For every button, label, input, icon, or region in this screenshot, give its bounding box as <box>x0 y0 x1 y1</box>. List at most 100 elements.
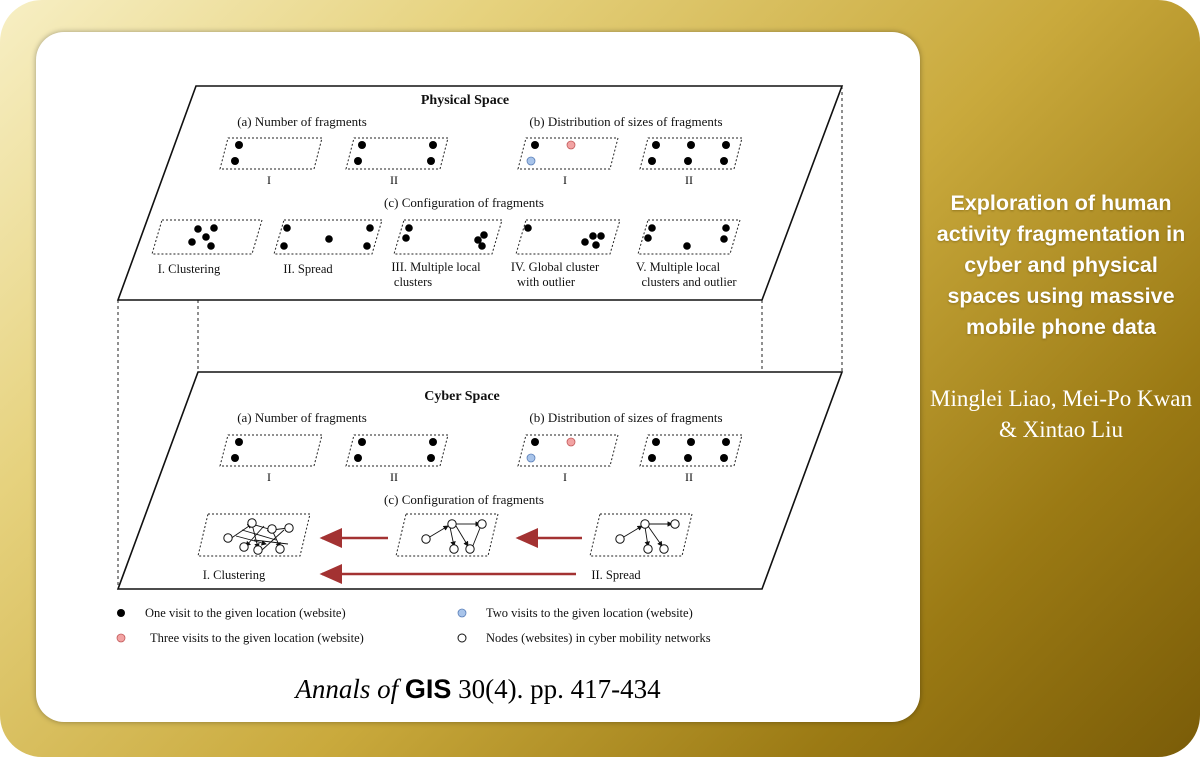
config-label: IV. Global cluster <box>511 260 600 274</box>
black-dot <box>429 438 437 446</box>
config-label: clusters and outlier <box>641 275 737 289</box>
cyber-space-plane <box>116 371 844 590</box>
black-dot <box>687 141 695 149</box>
black-dot <box>235 438 243 446</box>
legend-three-visits: Three visits to the given location (webs… <box>150 631 364 645</box>
hollow-node <box>659 544 669 554</box>
hollow-node <box>275 544 285 554</box>
black-dot <box>427 454 435 462</box>
legend-hollow-dot <box>457 633 467 643</box>
roman-label: II <box>390 470 398 484</box>
figure-panel: Physical Space (a) Number of fragments (… <box>36 32 920 722</box>
config-label: II. Spread <box>283 262 333 276</box>
black-dot <box>531 438 539 446</box>
hollow-node <box>247 518 257 528</box>
cyber-configuration-title: (c) Configuration of fragments <box>384 492 544 507</box>
hollow-node <box>670 519 680 529</box>
hollow-node <box>477 519 487 529</box>
pink-dot <box>566 140 576 150</box>
hollow-node <box>615 534 625 544</box>
black-dot <box>720 454 728 462</box>
black-dot <box>722 438 730 446</box>
roman-label: I <box>563 470 567 484</box>
config-box <box>393 219 503 255</box>
black-dot <box>683 242 691 250</box>
legend-blue-dot <box>457 608 467 618</box>
black-dot <box>644 234 652 242</box>
config-label: with outlier <box>517 275 576 289</box>
config-box <box>515 219 621 255</box>
black-dot <box>366 224 374 232</box>
black-dot <box>480 231 488 239</box>
paper-authors: Minglei Liao, Mei-Po Kwan & Xintao Liu <box>930 386 1192 442</box>
black-dot <box>722 224 730 232</box>
journal-name-italic: Annals of <box>295 674 399 704</box>
network-box-spread <box>589 513 693 557</box>
black-dot <box>524 224 532 232</box>
hollow-node <box>253 545 263 555</box>
hollow-node <box>447 519 457 529</box>
black-dot <box>210 224 218 232</box>
black-dot <box>231 454 239 462</box>
config-label: clusters <box>394 275 432 289</box>
blue-dot <box>526 156 536 166</box>
black-dot <box>652 438 660 446</box>
black-dot <box>648 224 656 232</box>
black-dot <box>648 454 656 462</box>
roman-label: I <box>563 173 567 187</box>
sparse-network-graph <box>621 521 673 547</box>
black-dot <box>720 157 728 165</box>
legend-nodes: Nodes (websites) in cyber mobility netwo… <box>486 631 711 645</box>
black-dot <box>427 157 435 165</box>
roman-label: II <box>685 470 693 484</box>
black-dot <box>684 454 692 462</box>
hollow-node <box>465 544 475 554</box>
black-dot <box>531 141 539 149</box>
black-dot <box>687 438 695 446</box>
physical-space-plane <box>116 85 844 301</box>
hollow-node <box>284 523 294 533</box>
black-dot <box>354 454 362 462</box>
black-dot <box>402 234 410 242</box>
black-dot <box>188 238 196 246</box>
config-label: V. Multiple local <box>636 260 721 274</box>
black-dot <box>684 157 692 165</box>
network-box-intermediate <box>395 513 499 557</box>
black-dot <box>280 242 288 250</box>
cyber-clustering-label: I. Clustering <box>203 568 266 582</box>
hollow-node <box>239 542 249 552</box>
black-dot <box>231 157 239 165</box>
journal-name-bold: GIS <box>404 674 452 704</box>
black-dot <box>235 141 243 149</box>
fragment-box <box>517 137 619 170</box>
hollow-node <box>223 533 233 543</box>
black-dot <box>648 157 656 165</box>
cyber-space-title: Cyber Space <box>424 389 500 404</box>
black-dot <box>358 141 366 149</box>
legend-black-dot <box>117 609 125 617</box>
fragmentation-diagram: Physical Space (a) Number of fragments (… <box>116 85 844 645</box>
legend-one-visit: One visit to the given location (website… <box>145 606 346 620</box>
physical-distribution-title: (b) Distribution of sizes of fragments <box>529 114 722 129</box>
network-box-clustering <box>197 513 311 557</box>
physical-space-title: Physical Space <box>421 93 509 108</box>
black-dot <box>194 225 202 233</box>
config-label: I. Clustering <box>158 262 221 276</box>
black-dot <box>429 141 437 149</box>
hollow-node <box>421 534 431 544</box>
legend-two-visits: Two visits to the given location (websit… <box>486 606 693 620</box>
black-dot <box>652 141 660 149</box>
fragment-box <box>517 434 619 467</box>
physical-number-title: (a) Number of fragments <box>237 114 367 129</box>
black-dot <box>354 157 362 165</box>
config-box <box>273 219 383 255</box>
black-dot <box>207 242 215 250</box>
pink-dot <box>566 437 576 447</box>
config-label: III. Multiple local <box>391 260 481 274</box>
cyber-number-title: (a) Number of fragments <box>237 410 367 425</box>
black-dot <box>202 233 210 241</box>
black-dot <box>358 438 366 446</box>
black-dot <box>283 224 291 232</box>
black-dot <box>474 236 482 244</box>
